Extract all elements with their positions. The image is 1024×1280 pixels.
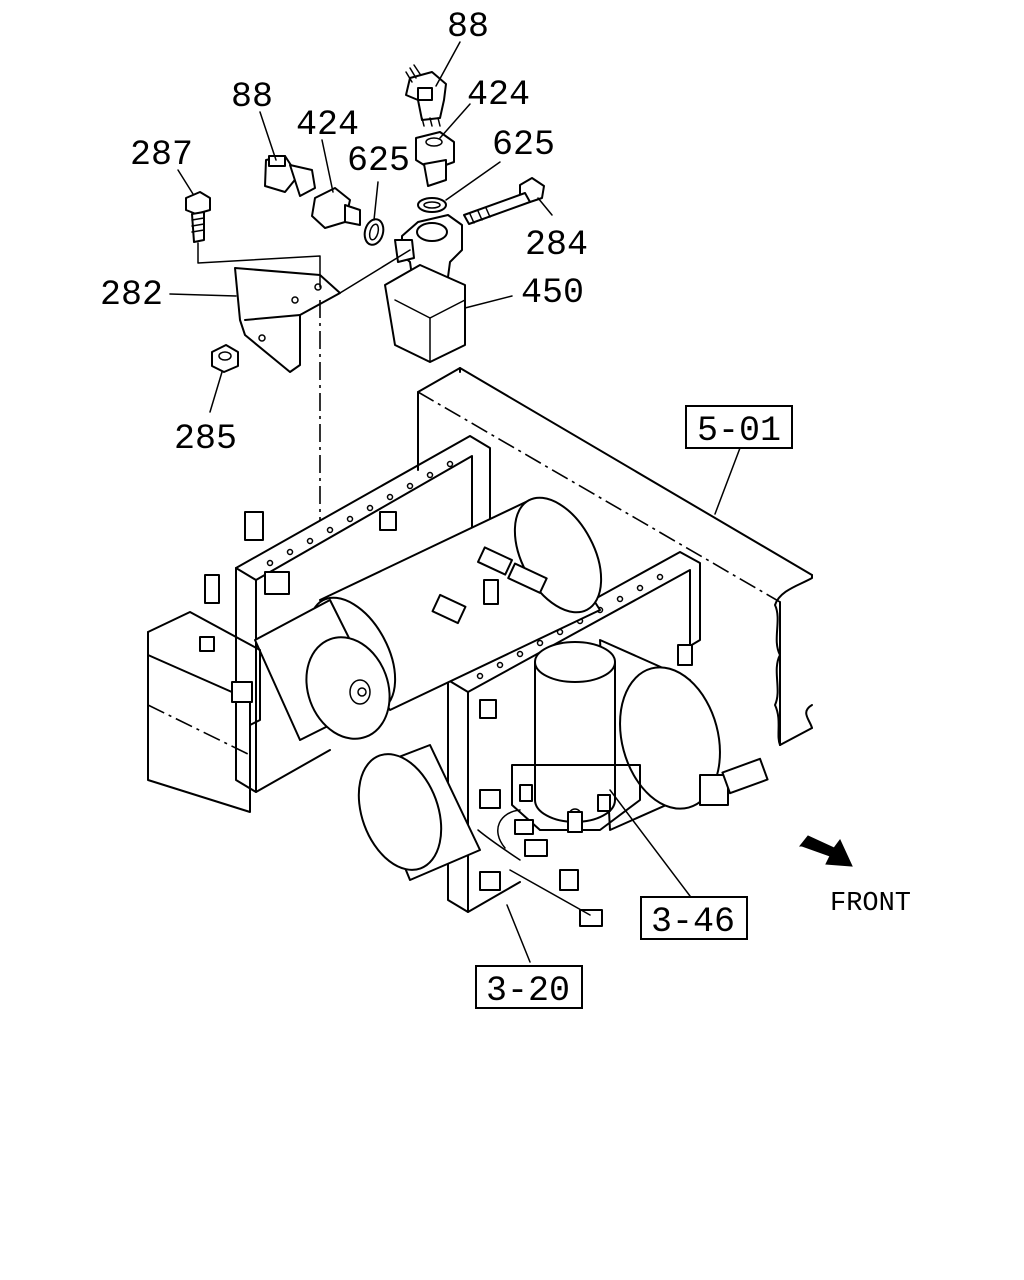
bracket-holes-left	[266, 460, 454, 567]
air-tank-lower	[357, 744, 481, 881]
left-frame-block	[147, 611, 261, 813]
label-285: 285	[174, 419, 237, 459]
assembly-fittings	[204, 511, 769, 927]
front-direction-arrow-icon	[798, 835, 853, 867]
ref-box-5-01[interactable]: 5-01	[685, 405, 793, 451]
label-424-top: 424	[467, 75, 530, 115]
bracket-holes	[476, 573, 664, 680]
label-625-left: 625	[347, 141, 410, 181]
label-284: 284	[525, 225, 588, 265]
frame-rail	[417, 367, 813, 746]
air-tank-left	[254, 599, 391, 741]
ref-label-3-46: 3-46	[651, 902, 735, 942]
bracket-plate-282	[234, 267, 341, 373]
ref-label-3-20: 3-20	[486, 971, 570, 1011]
fitting-88-left	[264, 155, 316, 197]
left-mount-bracket	[235, 435, 491, 793]
air-dryer	[511, 641, 641, 833]
adapter-424-left	[311, 187, 361, 229]
adapter-424-top	[415, 131, 455, 187]
bolt-284	[463, 177, 545, 225]
label-88-top: 88	[447, 7, 489, 47]
o-ring-625-left	[363, 218, 385, 246]
label-424-left: 424	[296, 105, 359, 145]
label-450: 450	[521, 273, 584, 313]
label-625-right: 625	[492, 125, 555, 165]
leader-lines	[169, 41, 741, 963]
label-287: 287	[130, 135, 193, 175]
bolt-287	[185, 191, 211, 243]
o-ring-625-right	[417, 197, 447, 213]
label-88-left: 88	[231, 77, 273, 117]
assembly-guide-lines	[197, 242, 411, 520]
solenoid-valve-450	[384, 214, 466, 363]
elbow-fitting-88-top	[405, 64, 447, 127]
nut-285	[211, 344, 239, 373]
ref-box-3-46[interactable]: 3-46	[640, 896, 748, 942]
ref-label-5-01: 5-01	[697, 411, 781, 451]
ref-box-3-20[interactable]: 3-20	[475, 965, 583, 1011]
front-label: FRONT	[830, 889, 911, 919]
label-282: 282	[100, 275, 163, 315]
